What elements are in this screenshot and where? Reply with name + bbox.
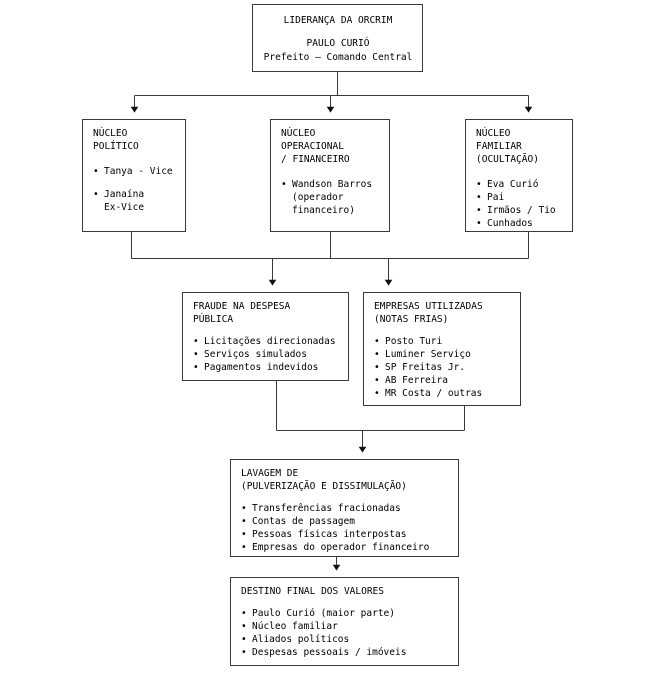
node-nucleo-familiar-title: NÚCLEO FAMILIAR (OCULTAÇÃO) — [476, 128, 539, 165]
node-nucleo-operacional-list: Wandson Barros (operador financeiro) — [281, 178, 380, 217]
node-lavagem-list: Transferências fracionadas Contas de pas… — [241, 502, 449, 554]
node-lavagem-title: LAVAGEM DE (PULVERIZAÇÃO E DISSIMULAÇÃO) — [241, 468, 407, 492]
node-destino-title: DESTINO FINAL DOS VALORES — [241, 586, 384, 597]
spacer — [374, 326, 511, 335]
list-item: Despesas pessoais / imóveis — [241, 646, 449, 659]
list-item: Serviços simulados — [193, 348, 339, 361]
list-item: Núcleo familiar — [241, 620, 449, 633]
list-item: Cunhados — [476, 217, 563, 230]
spacer — [241, 598, 449, 607]
node-nucleo-familiar[interactable]: NÚCLEO FAMILIAR (OCULTAÇÃO) Eva Curió Pa… — [465, 119, 573, 232]
list-item: Irmãos / Tio — [476, 204, 563, 217]
list-item: Transferências fracionadas — [241, 502, 449, 515]
node-lideranca-role: Prefeito – Comando Central — [263, 52, 413, 63]
list-item: Janaína Ex-Vice — [93, 188, 176, 214]
list-item: Pessoas físicas interpostas — [241, 528, 449, 541]
list-item: Posto Turi — [374, 335, 511, 348]
list-item: Pagamentos indevidos — [193, 361, 339, 374]
list-item: Empresas do operador financeiro — [241, 541, 449, 554]
node-lavagem-de-dinheiro[interactable]: LAVAGEM DE (PULVERIZAÇÃO E DISSIMULAÇÃO)… — [230, 459, 459, 557]
node-fraude-title: FRAUDE NA DESPESA PÚBLICA — [193, 301, 291, 325]
node-fraude-list: Licitações direcionadas Serviços simulad… — [193, 335, 339, 374]
list-item: SP Freitas Jr. — [374, 361, 511, 374]
spacer — [241, 493, 449, 502]
list-item: Luminer Serviço — [374, 348, 511, 361]
list-item: Aliados políticos — [241, 633, 449, 646]
list-item: Pai — [476, 191, 563, 204]
spacer — [281, 166, 380, 178]
node-destino-final-dos-valores[interactable]: DESTINO FINAL DOS VALORES Paulo Curió (m… — [230, 577, 459, 666]
node-nucleo-politico-title: NÚCLEO POLÍTICO — [93, 128, 139, 152]
spacer — [93, 153, 176, 165]
node-destino-list: Paulo Curió (maior parte) Núcleo familia… — [241, 607, 449, 659]
list-item: Contas de passagem — [241, 515, 449, 528]
node-lideranca[interactable]: LIDERANÇA DA ORCRIM PAULO CURIÓ Prefeito… — [252, 4, 423, 72]
node-nucleo-politico[interactable]: NÚCLEO POLÍTICO Tanya - Vice Janaína Ex-… — [82, 119, 186, 232]
node-empresas-list: Posto Turi Luminer Serviço SP Freitas Jr… — [374, 335, 511, 400]
spacer — [193, 326, 339, 335]
list-item: Licitações direcionadas — [193, 335, 339, 348]
node-nucleo-operacional-title: NÚCLEO OPERACIONAL / FINANCEIRO — [281, 128, 350, 165]
list-item: Paulo Curió (maior parte) — [241, 607, 449, 620]
node-empresas-title: EMPRESAS UTILIZADAS (NOTAS FRIAS) — [374, 301, 483, 325]
node-lideranca-title: LIDERANÇA DA ORCRIM — [283, 15, 393, 26]
list-item: AB Ferreira — [374, 374, 511, 387]
spacer — [476, 166, 563, 178]
node-lideranca-name: PAULO CURIÓ — [306, 38, 370, 49]
node-fraude-despesa-publica[interactable]: FRAUDE NA DESPESA PÚBLICA Licitações dir… — [182, 292, 349, 381]
list-item: Tanya - Vice — [93, 165, 176, 178]
node-nucleo-familiar-list: Eva Curió Pai Irmãos / Tio Cunhados — [476, 178, 563, 230]
node-nucleo-politico-list: Tanya - Vice Janaína Ex-Vice — [93, 165, 176, 214]
node-empresas-utilizadas[interactable]: EMPRESAS UTILIZADAS (NOTAS FRIAS) Posto … — [363, 292, 521, 406]
list-item: MR Costa / outras — [374, 387, 511, 400]
spacer — [263, 28, 413, 37]
node-nucleo-operacional[interactable]: NÚCLEO OPERACIONAL / FINANCEIRO Wandson … — [270, 119, 390, 232]
list-item: Wandson Barros (operador financeiro) — [281, 178, 380, 217]
list-item: Eva Curió — [476, 178, 563, 191]
